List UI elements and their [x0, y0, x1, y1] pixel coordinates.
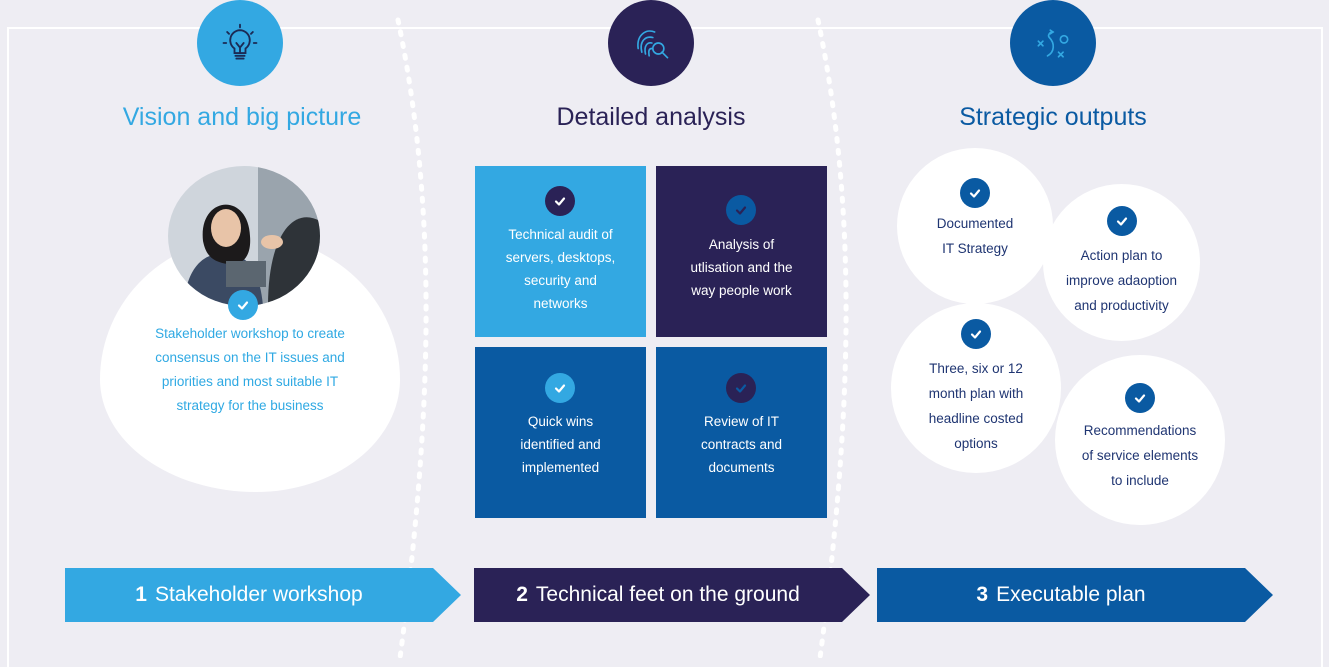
output-line: Three, six or 12: [929, 361, 1023, 376]
tile-line: way people work: [691, 283, 792, 298]
analysis-tile-quick-wins: Quick wins identified and implemented: [475, 347, 646, 518]
output-circle-month-plan: Three, six or 12 month plan with headlin…: [891, 303, 1061, 473]
divider-right: [815, 17, 849, 658]
step-label: Technical feet on the ground: [535, 583, 800, 606]
workshop-line: consensus on the IT issues and: [155, 350, 345, 365]
tile-line: security and: [524, 273, 597, 288]
tile-line: networks: [533, 296, 588, 311]
tile-line: identified and: [520, 437, 601, 452]
column-title-vision: Vision and big picture: [122, 103, 362, 131]
output-circle-recommendations: Recommendations of service elements to i…: [1055, 355, 1225, 525]
workshop-text: Stakeholder workshop to create consensus…: [120, 322, 380, 418]
output-line: month plan with: [928, 386, 1024, 401]
tile-line: Quick wins: [527, 414, 594, 429]
output-line: options: [954, 436, 998, 451]
workshop-line: Stakeholder workshop to create: [155, 326, 345, 341]
step-arrow-3: 3 Executable plan: [877, 568, 1273, 622]
workshop-line: strategy for the business: [176, 398, 324, 413]
output-line: Recommendations: [1083, 423, 1197, 438]
fingerprint-search-icon: [608, 0, 694, 86]
divider-left: [395, 17, 429, 658]
output-line: of service elements: [1081, 448, 1199, 463]
step-number: 1: [135, 583, 147, 606]
tile-line: implemented: [521, 460, 600, 475]
workshop-check-icon: [228, 290, 258, 320]
output-line: headline costed: [928, 411, 1024, 426]
output-line: improve adaoption: [1065, 273, 1178, 288]
check-icon: [726, 195, 756, 225]
step-arrow-1: 1 Stakeholder workshop: [65, 568, 461, 622]
check-icon: [960, 178, 990, 208]
analysis-tile-utilisation: Analysis of utlisation and the way peopl…: [656, 166, 827, 337]
output-line: to include: [1111, 473, 1169, 488]
workshop-photo: [168, 166, 320, 306]
output-circle-action-plan: Action plan to improve adaoption and pro…: [1043, 184, 1200, 341]
workshop-line: priorities and most suitable IT: [161, 374, 339, 389]
check-icon: [545, 186, 575, 216]
step-number: 2: [516, 583, 528, 606]
strategy-play-icon: [1010, 0, 1096, 86]
analysis-tile-technical-audit: Technical audit of servers, desktops, se…: [475, 166, 646, 337]
output-circle-documented-strategy: Documented IT Strategy: [897, 148, 1053, 304]
tile-line: Analysis of: [708, 237, 775, 252]
analysis-tile-review-contracts: Review of IT contracts and documents: [656, 347, 827, 518]
tile-line: Technical audit of: [508, 227, 613, 242]
column-title-outputs: Strategic outputs: [959, 103, 1147, 131]
tile-line: servers, desktops,: [505, 250, 616, 265]
tile-line: contracts and: [700, 437, 783, 452]
output-line: IT Strategy: [942, 241, 1008, 256]
lightbulb-icon: [197, 0, 283, 86]
tile-line: documents: [708, 460, 775, 475]
check-icon: [1106, 206, 1137, 236]
check-icon: [726, 373, 756, 403]
output-line: and productivity: [1074, 298, 1169, 313]
check-icon: [961, 319, 991, 349]
tile-line: Review of IT: [703, 414, 780, 429]
step-arrow-2: 2 Technical feet on the ground: [474, 568, 870, 622]
check-icon: [545, 373, 575, 403]
check-icon: [1125, 383, 1155, 413]
tile-line: utlisation and the: [690, 260, 793, 275]
output-line: Documented: [936, 216, 1014, 231]
column-title-analysis: Detailed analysis: [556, 103, 746, 131]
step-number: 3: [976, 583, 989, 606]
step-label: Stakeholder workshop: [154, 583, 363, 606]
step-label: Executable plan: [996, 583, 1146, 606]
output-line: Action plan to: [1080, 248, 1163, 263]
